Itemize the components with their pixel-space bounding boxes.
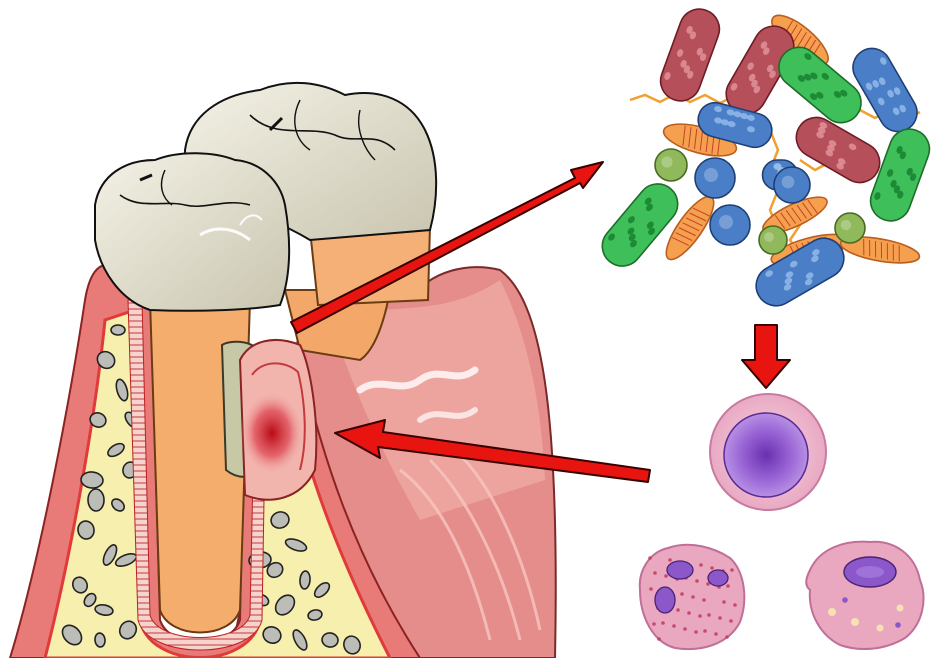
bacterium-rod <box>846 42 924 139</box>
bacterium-coccus <box>835 213 865 243</box>
bacterium-coccus <box>774 167 810 203</box>
bacterium-coccus <box>695 158 735 198</box>
bacterium-coccus <box>759 226 787 254</box>
inflamed-gingiva <box>240 340 316 500</box>
arrow-bacteria-to-lymphocyte <box>742 325 790 388</box>
bone-stone <box>94 633 105 648</box>
bacterium-coccus <box>655 149 687 181</box>
bacteria-cluster <box>594 4 935 314</box>
bone-stone <box>299 571 310 590</box>
inflammation-spot <box>240 391 304 475</box>
lymphocyte-cell <box>710 394 826 510</box>
bone-stone <box>111 325 125 335</box>
bacterium-rod <box>655 4 725 107</box>
macrophage-cell <box>806 542 923 649</box>
bone-stone <box>88 489 104 511</box>
neutrophil-cell <box>640 545 745 649</box>
molar-tooth-front <box>95 153 289 311</box>
bacterium-coccus <box>710 205 750 245</box>
